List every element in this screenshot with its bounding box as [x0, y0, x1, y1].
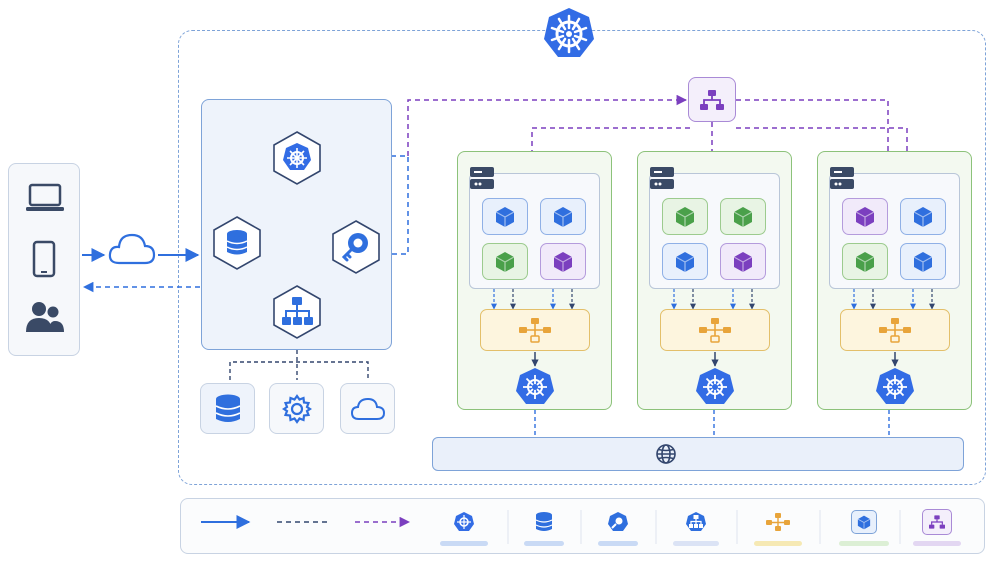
- legend-label-placeholder: [524, 541, 564, 546]
- laptop-icon: [24, 182, 66, 214]
- service-to-kubelet-arrow: [891, 352, 899, 367]
- pod-blue-icon[interactable]: [900, 243, 946, 280]
- key-vault-icon[interactable]: [330, 219, 382, 275]
- pod-green-icon[interactable]: [662, 198, 708, 235]
- kubernetes-api-server-icon[interactable]: [271, 130, 323, 186]
- pod-blue-icon[interactable]: [662, 243, 708, 280]
- pod-to-service-arrows: [851, 289, 935, 310]
- service-to-kubelet-arrow: [711, 352, 719, 367]
- server-icon: [469, 166, 495, 190]
- kubelet-icon[interactable]: [695, 367, 735, 407]
- legend-purple-network-icon: [922, 508, 952, 536]
- cloud-service-icon[interactable]: [340, 383, 395, 434]
- service-to-kubelet-arrow: [531, 352, 539, 367]
- legend-label-placeholder: [440, 541, 488, 546]
- pod-green-icon[interactable]: [720, 198, 766, 235]
- legend-database-icon: [529, 508, 559, 536]
- kubernetes-logo-icon: [541, 6, 597, 62]
- pod-blue-icon[interactable]: [482, 198, 528, 235]
- cloud-icon: [107, 229, 157, 267]
- legend-label-placeholder: [673, 541, 719, 546]
- pod-to-service-arrows: [671, 289, 755, 310]
- pod-blue-icon[interactable]: [900, 198, 946, 235]
- legend-label-placeholder: [839, 541, 889, 546]
- pod-purple-icon[interactable]: [842, 198, 888, 235]
- kubelet-icon[interactable]: [875, 367, 915, 407]
- pod-green-icon[interactable]: [842, 243, 888, 280]
- legend-kubernetes-icon: [449, 508, 479, 536]
- service-network-icon[interactable]: [840, 309, 950, 351]
- pod-green-icon[interactable]: [482, 243, 528, 280]
- cluster-network-bar: [432, 437, 964, 471]
- mobile-phone-icon: [31, 240, 57, 278]
- network-switch-icon[interactable]: [688, 77, 736, 122]
- legend-pod-icon: [849, 508, 879, 536]
- database-icon[interactable]: [211, 215, 263, 271]
- pod-to-service-arrows: [491, 289, 575, 310]
- settings-gear-icon[interactable]: [269, 383, 324, 434]
- kubelet-icon[interactable]: [515, 367, 555, 407]
- pod-blue-icon[interactable]: [540, 198, 586, 235]
- pod-purple-icon[interactable]: [540, 243, 586, 280]
- users-icon: [25, 300, 65, 334]
- legend-label-placeholder: [913, 541, 961, 546]
- legend-network-icon: [681, 508, 711, 536]
- server-icon: [649, 166, 675, 190]
- service-network-icon[interactable]: [660, 309, 770, 351]
- service-network-icon[interactable]: [480, 309, 590, 351]
- legend-key-vault-icon: [603, 508, 633, 536]
- storage-database-icon[interactable]: [200, 383, 255, 434]
- pod-purple-icon[interactable]: [720, 243, 766, 280]
- legend-orange-network-icon: [763, 508, 793, 536]
- globe-icon: [655, 443, 677, 465]
- scheduler-network-icon[interactable]: [271, 284, 323, 340]
- server-icon: [829, 166, 855, 190]
- legend-label-placeholder: [754, 541, 802, 546]
- legend-label-placeholder: [598, 541, 638, 546]
